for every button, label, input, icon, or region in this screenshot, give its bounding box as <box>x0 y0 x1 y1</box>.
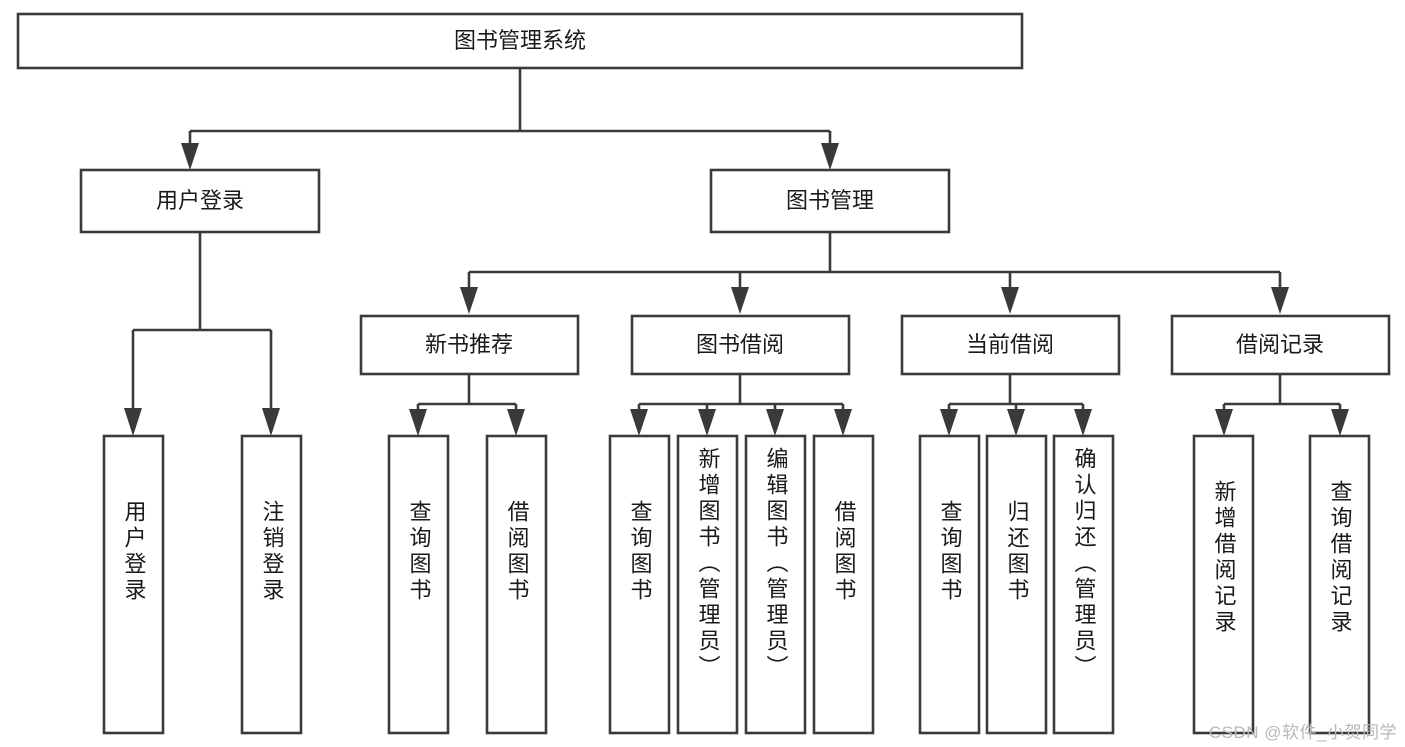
arrow-to-book-mgmt <box>821 143 839 170</box>
arrow-leaf-query-record <box>1331 409 1349 436</box>
node-layer: 图书管理系统 用户登录 图书管理 新书推荐 图书借阅 当前借阅 借阅记录 <box>16 12 1391 735</box>
arrow-leaf-confirm-return <box>1074 409 1092 436</box>
arrow-to-user-login <box>181 143 199 170</box>
node-box-user-login[interactable] <box>79 168 321 234</box>
node-box-root[interactable] <box>16 12 1024 70</box>
leaf-box-edit-book[interactable] <box>744 434 807 735</box>
watermark-text: CSDN @软件_小贺同学 <box>1208 723 1397 742</box>
arrow-leaf-user-login <box>124 408 142 436</box>
leaf-box-query-book-3[interactable] <box>918 434 981 735</box>
arrow-leaf-query-book-1 <box>409 409 427 436</box>
node-label-book-management: 图书管理 <box>786 188 874 213</box>
connector-layer <box>124 68 1349 436</box>
node-label-book-borrow: 图书借阅 <box>696 332 784 357</box>
arrow-leaf-query-book-3 <box>940 409 958 436</box>
leaf-box-borrow-book-1[interactable] <box>485 434 548 735</box>
leaf-box-query-borrow-record[interactable] <box>1308 434 1371 735</box>
node-box-new-book-recommend[interactable] <box>359 314 580 376</box>
node-box-current-borrow[interactable] <box>900 314 1121 376</box>
arrow-leaf-borrow-book-2 <box>834 409 852 436</box>
leaf-box-query-book-2[interactable] <box>608 434 671 735</box>
leaf-box-add-borrow-record[interactable] <box>1192 434 1255 735</box>
arrow-leaf-return-book <box>1007 409 1025 436</box>
leaf-box-return-book[interactable] <box>985 434 1048 735</box>
arrow-leaf-borrow-book-1 <box>507 409 525 436</box>
node-label-user-login: 用户登录 <box>156 188 244 213</box>
arrow-to-borrow-record <box>1271 287 1289 314</box>
node-label-borrow-record: 借阅记录 <box>1236 332 1324 357</box>
leaf-box-add-book[interactable] <box>676 434 739 735</box>
arrow-leaf-add-record <box>1215 409 1233 436</box>
leaf-box-query-book-1[interactable] <box>387 434 450 735</box>
node-label-new-book-recommend: 新书推荐 <box>425 332 513 357</box>
node-box-borrow-record[interactable] <box>1170 314 1391 376</box>
arrow-to-current-borrow <box>1001 287 1019 314</box>
leaf-box-borrow-book-2[interactable] <box>812 434 875 735</box>
arrow-leaf-logout <box>262 408 280 436</box>
arrow-to-new-book-rec <box>460 287 478 314</box>
leaf-box-confirm-return[interactable] <box>1052 434 1115 735</box>
node-box-book-management[interactable] <box>709 168 951 234</box>
node-label-current-borrow: 当前借阅 <box>966 332 1054 357</box>
arrow-leaf-add-book <box>698 409 716 436</box>
arrow-leaf-query-book-2 <box>630 409 648 436</box>
node-box-book-borrow[interactable] <box>630 314 851 376</box>
arrow-to-book-borrow <box>731 287 749 314</box>
arrow-leaf-edit-book <box>766 409 784 436</box>
leaf-box-logout[interactable] <box>240 434 303 735</box>
node-label-root: 图书管理系统 <box>454 28 586 53</box>
leaf-box-user-login[interactable] <box>102 434 165 735</box>
